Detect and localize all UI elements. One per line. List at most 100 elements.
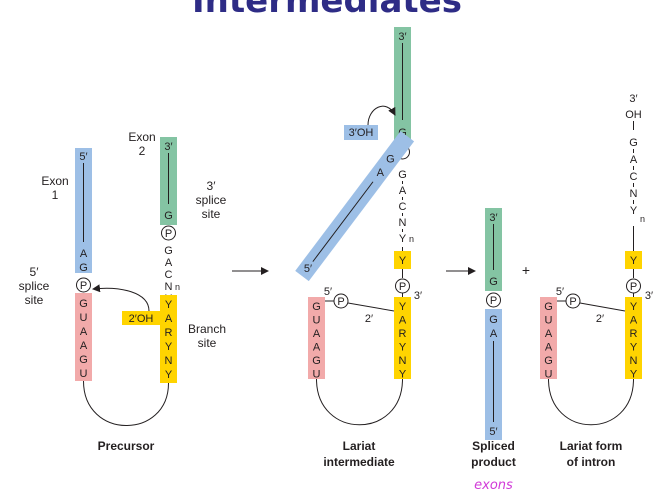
nucleotide: A: [545, 328, 553, 340]
nucleotide: Y: [399, 301, 407, 313]
branch-y: Y: [399, 255, 407, 267]
nucleotide: Y: [399, 233, 407, 245]
phosphate-icon: P: [486, 292, 501, 308]
intron-loop: [83, 380, 169, 426]
branch-oh-box: [122, 311, 162, 325]
nucleotide: A: [399, 185, 407, 197]
nucleotide: Y: [630, 301, 638, 313]
exon1-label: 1: [52, 188, 59, 202]
caption-lariat: Lariat: [343, 439, 376, 453]
exon2-nt: G: [164, 210, 173, 222]
end-5prime: 5′: [79, 151, 87, 163]
nucleotide: U: [313, 315, 321, 327]
nucleotide: C: [630, 171, 638, 183]
svg-text:P: P: [80, 280, 87, 292]
splice5-label: site: [25, 293, 44, 307]
end-3prime: 3′: [164, 141, 172, 153]
nucleotide: G: [312, 355, 321, 367]
exon1-nt: A: [490, 328, 498, 340]
branch-box: [160, 295, 177, 383]
intron5-box: [540, 297, 557, 379]
end-3prime: 3′: [629, 93, 637, 105]
exon1-oh-box: [344, 125, 378, 140]
branch-y-box: [625, 251, 642, 269]
nucleotide: Y: [630, 342, 638, 354]
exon2-nt: G: [489, 276, 498, 288]
nucleotide: U: [545, 315, 553, 327]
nucleotide: U: [545, 369, 553, 381]
nucleotide: A: [630, 315, 638, 327]
end-2prime: 2′: [596, 313, 604, 325]
subscript-n: n: [175, 282, 180, 292]
caption-lariat: intermediate: [323, 455, 395, 469]
end-3prime: 3′: [489, 212, 497, 224]
nucleotide: Y: [399, 369, 407, 381]
nucleotide: G: [164, 245, 173, 257]
phosphate-icon: P: [333, 293, 349, 309]
end-3prime: 3′: [645, 290, 653, 302]
nucleotide: G: [79, 298, 88, 310]
branch-y-box: [394, 251, 411, 269]
nucleotide: A: [399, 315, 407, 327]
intron-loop: [316, 378, 403, 426]
nucleotide: R: [399, 328, 407, 340]
nucleotide: A: [165, 313, 173, 325]
exon2-label: Exon: [128, 130, 155, 144]
svg-text:P: P: [630, 281, 637, 293]
page-title: Intermediates: [192, 0, 462, 21]
branch-box: [394, 297, 411, 379]
subscript-n: n: [409, 234, 414, 244]
svg-text:P: P: [337, 296, 344, 308]
nucleotide: A: [630, 154, 638, 166]
nucleotide: A: [80, 340, 88, 352]
nucleotide: Y: [165, 369, 173, 381]
splice5-label: splice: [19, 279, 50, 293]
end-5prime: 5′: [489, 426, 497, 438]
caption-spliced: Spliced: [472, 439, 515, 453]
branch-box: [625, 297, 642, 379]
nucleotide: C: [399, 201, 407, 213]
phosphate-icon: P: [395, 278, 410, 294]
nucleotide: A: [165, 257, 173, 269]
exon1-bar-tilted: 5′ A G: [295, 131, 415, 282]
nucleotide: N: [399, 355, 407, 367]
intron5-box: [308, 297, 325, 379]
nucleotide: U: [80, 368, 88, 380]
nucleotide: G: [398, 169, 407, 181]
nucleotide: R: [165, 327, 173, 339]
caption-precursor: Precursor: [98, 439, 155, 453]
intron-loop: [548, 378, 634, 426]
branch-label: site: [198, 336, 217, 350]
branch-bond: [579, 302, 626, 312]
exon1-nt: G: [79, 262, 88, 274]
nucleotide: G: [544, 301, 553, 313]
nucleotide: N: [165, 281, 173, 293]
splice3-label: splice: [196, 193, 227, 207]
phosphate-icon: P: [76, 277, 91, 293]
exon2-label: 2: [139, 144, 146, 158]
end-5prime: 5′: [556, 286, 564, 298]
svg-text:G: G: [386, 154, 395, 166]
exon1-nt: G: [489, 314, 498, 326]
nucleotide: A: [313, 342, 321, 354]
handwritten-note: exons: [474, 478, 513, 493]
nucleotide: Y: [630, 205, 638, 217]
exon1-nt: A: [80, 248, 88, 260]
oh2-label: 2′OH: [129, 313, 154, 325]
caption-spliced: product: [471, 455, 516, 469]
nucleotide: Y: [630, 369, 638, 381]
nucleotide: N: [630, 188, 638, 200]
svg-text:P: P: [399, 281, 406, 293]
nucleotide: N: [399, 217, 407, 229]
